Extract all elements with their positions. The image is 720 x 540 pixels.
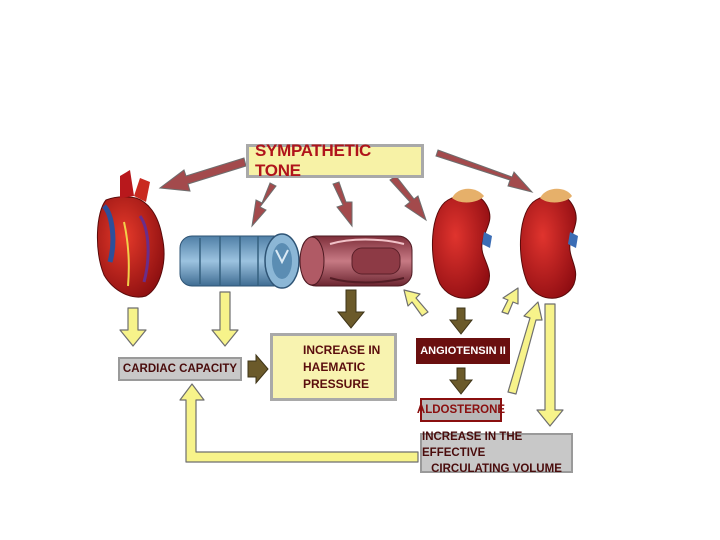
sympathetic-tone-label: SYMPATHETIC TONE bbox=[246, 141, 424, 180]
arrow-cardiac-to-pressure bbox=[247, 353, 269, 385]
arrow-feedback-loop bbox=[179, 383, 419, 463]
angiotensin-text: ANGIOTENSIN II bbox=[420, 345, 506, 357]
dark-arrows bbox=[247, 289, 474, 395]
volume-line-1: INCREASE IN THE EFFECTIVE bbox=[422, 431, 523, 459]
arrow-heart-down-right bbox=[211, 291, 239, 347]
cardiac-capacity-label: CARDIAC CAPACITY bbox=[118, 357, 242, 381]
arrow-volume-to-kidney bbox=[507, 301, 543, 395]
cardiac-capacity-text: CARDIAC CAPACITY bbox=[122, 363, 238, 375]
pressure-line-2: HAEMATIC bbox=[303, 359, 366, 374]
volume-line-2: CIRCULATING VOLUME bbox=[431, 463, 562, 475]
arrow-up-to-kidney-2 bbox=[501, 287, 519, 315]
aldosterone-label: ALDOSTERONE bbox=[416, 398, 506, 422]
aldosterone-text: ALDOSTERONE bbox=[416, 404, 506, 416]
pressure-line-3: PRESSURE bbox=[303, 376, 370, 391]
arrow-to-vein bbox=[251, 182, 277, 228]
pressure-line-1: INCREASE IN bbox=[303, 342, 381, 357]
vein-icon bbox=[179, 233, 300, 289]
angiotensin-label: ANGIOTENSIN II bbox=[416, 338, 510, 364]
arrow-up-to-kidney-1 bbox=[403, 289, 429, 317]
arrow-to-heart bbox=[158, 157, 247, 192]
arrow-kidney-to-angiotensin bbox=[448, 307, 474, 335]
heart-icon bbox=[96, 170, 165, 298]
sympathetic-arrows bbox=[158, 149, 534, 228]
kidney-icon bbox=[431, 188, 492, 299]
flow-arrows bbox=[119, 287, 564, 463]
arrow-to-kidney-1 bbox=[389, 175, 427, 222]
circulating-volume-label: INCREASE IN THE EFFECTIVE CIRCULATING VO… bbox=[420, 431, 573, 475]
arrow-heart-down-left bbox=[119, 307, 147, 347]
arrow-kidney-to-volume bbox=[536, 303, 564, 427]
artery-icon bbox=[299, 235, 413, 287]
arrow-artery-to-pressure bbox=[336, 289, 366, 329]
arrow-to-kidney-2 bbox=[435, 149, 534, 193]
kidney-icon bbox=[519, 188, 578, 299]
sympathetic-tone-text: SYMPATHETIC TONE bbox=[255, 141, 372, 180]
arrow-to-artery bbox=[332, 181, 353, 228]
arrow-angiotensin-to-aldosterone bbox=[448, 367, 474, 395]
haematic-pressure-label: INCREASE IN HAEMATIC PRESSURE bbox=[270, 333, 397, 401]
